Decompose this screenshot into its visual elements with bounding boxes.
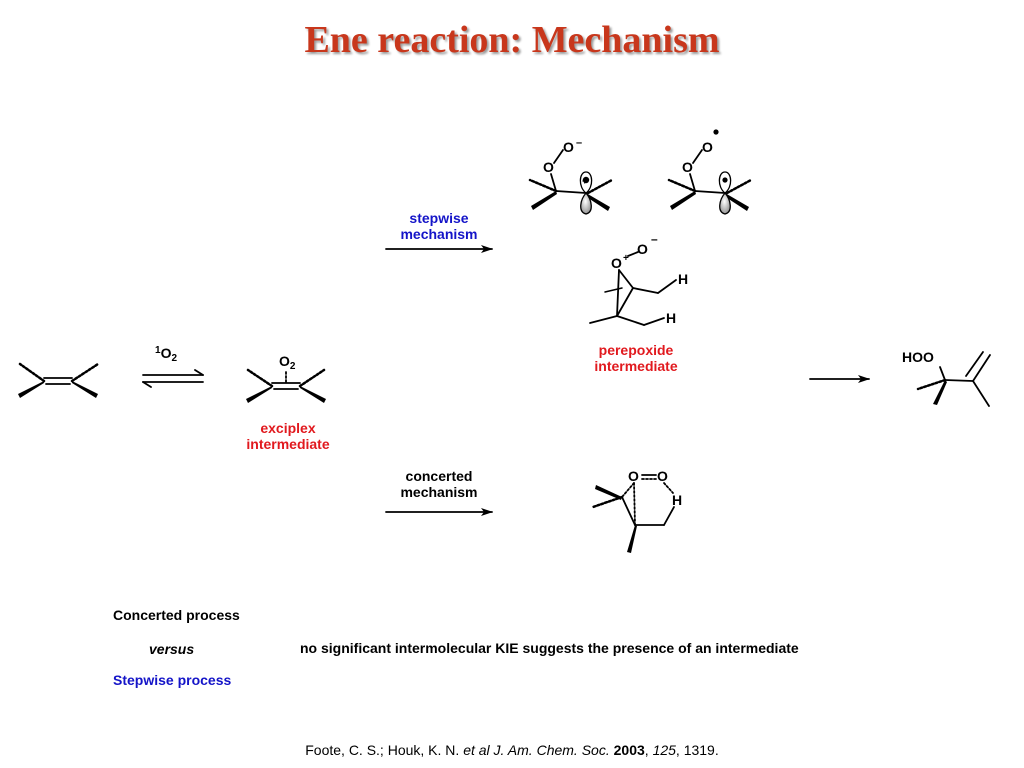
perepoxide-h1: H	[678, 271, 688, 287]
concerted-label-line1: concerted	[405, 468, 473, 484]
perepoxide-plus: +	[623, 253, 629, 264]
perepoxide-minus: –	[651, 232, 658, 246]
citation-etal: et al	[463, 742, 490, 758]
zwitterion-cation-charge: +	[582, 176, 587, 186]
stepwise-process-text: Stepwise process	[113, 672, 232, 688]
citation-volume: 125	[652, 742, 676, 758]
page-title: Ene reaction: Mechanism	[304, 19, 720, 61]
citation-pages: , 1319.	[675, 742, 719, 758]
citation-journal: J. Am. Chem. Soc.	[493, 742, 610, 758]
perepoxide-structure	[589, 251, 677, 326]
citation-authors: Foote, C. S.; Houk, K. N.	[305, 742, 464, 758]
concerted-o2: O	[657, 468, 668, 484]
zwitterion-o1: O	[543, 159, 554, 175]
exciplex-label: exciplex intermediate	[228, 420, 348, 452]
biradical-structure	[667, 129, 753, 215]
exciplex-label-line1: exciplex	[260, 420, 316, 436]
citation-year: 2003	[613, 742, 645, 758]
concerted-label: concerted mechanism	[380, 468, 498, 500]
product-hoo: HOO	[902, 349, 934, 365]
concerted-process-text: Concerted process	[113, 607, 240, 623]
product-structure	[916, 351, 991, 407]
equilibrium-arrows	[142, 369, 204, 388]
perepoxide-label-line1: perepoxide	[598, 342, 674, 358]
stepwise-label-line1: stepwise	[409, 210, 469, 226]
biradical-o2: O	[702, 139, 713, 155]
zwitterion-minus: –	[576, 137, 582, 149]
exciplex-o2-symbol: O2	[279, 353, 296, 372]
concerted-ts-structure	[591, 474, 675, 553]
stepwise-label: stepwise mechanism	[380, 210, 498, 242]
perepoxide-h2: H	[666, 310, 676, 326]
starting-alkene	[18, 362, 100, 398]
perepoxide-o2: O	[637, 241, 648, 257]
exciplex-label-line2: intermediate	[246, 436, 330, 452]
reagent-singlet-oxygen: 1O2	[155, 345, 177, 364]
perepoxide-label: perepoxide intermediate	[575, 342, 697, 374]
concerted-o1: O	[628, 468, 639, 484]
concerted-label-line2: mechanism	[400, 484, 478, 500]
stepwise-label-line2: mechanism	[400, 226, 478, 242]
versus-text: versus	[149, 641, 195, 657]
zwitterion-o2: O	[563, 139, 574, 155]
biradical-o1: O	[682, 159, 693, 175]
exciplex-structure	[246, 368, 326, 403]
concerted-h: H	[672, 492, 682, 508]
perepoxide-o1: O	[611, 255, 622, 271]
zwitterion-structure: +	[528, 149, 614, 215]
citation: Foote, C. S.; Houk, K. N. et al J. Am. C…	[305, 742, 719, 758]
kie-note: no significant intermolecular KIE sugges…	[300, 640, 799, 656]
perepoxide-label-line2: intermediate	[594, 358, 678, 374]
